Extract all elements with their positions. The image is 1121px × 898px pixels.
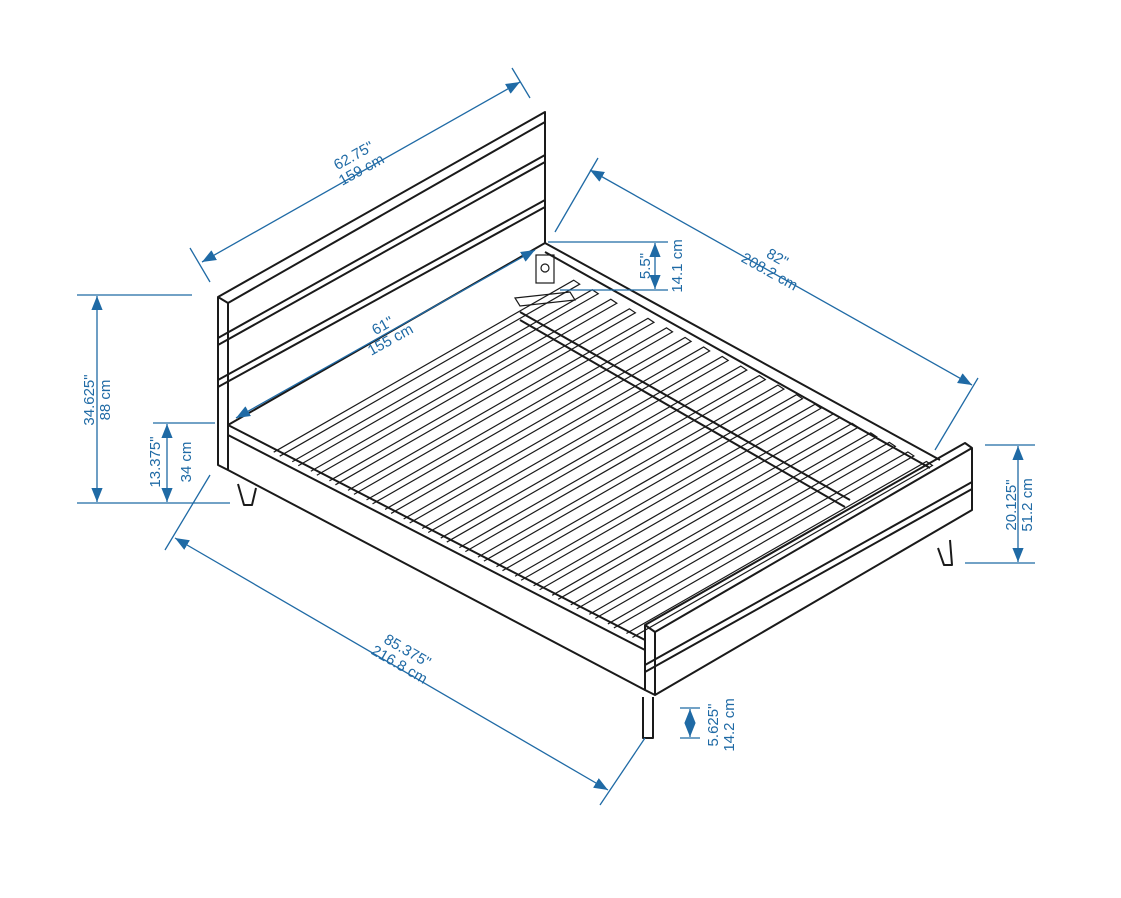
- slats: [273, 279, 934, 638]
- svg-text:61"155 cm: 61"155 cm: [357, 307, 416, 360]
- slat: [551, 422, 860, 600]
- svg-text:85.375"216.8 cm: 85.375"216.8 cm: [368, 628, 438, 687]
- svg-text:5.5"14.1 cm: 5.5" 14.1 cm: [637, 239, 686, 292]
- slat: [291, 289, 600, 467]
- dimension-inner-length: 82"208.2 cm: [554, 157, 979, 451]
- svg-text:13.375"34 cm: 13.375" 34 cm: [147, 436, 195, 487]
- slat: [459, 374, 767, 553]
- leg-height-imperial: 5.625": [705, 704, 722, 747]
- slat: [310, 298, 618, 476]
- bed-frame: [217, 111, 973, 739]
- slat: [440, 365, 748, 543]
- svg-text:34.625"88 cm: 34.625"88 cm: [81, 374, 114, 425]
- dimension-headboard-height: 34.625"88 cm: [77, 294, 230, 504]
- slat: [403, 346, 711, 524]
- slat: [514, 403, 823, 581]
- dimension-leg-height: 5.625"14.2 cm: [680, 698, 738, 752]
- slat: [570, 432, 878, 610]
- legs: [237, 483, 953, 739]
- dimension-headboard-width: 62.75"159 cm: [189, 67, 531, 283]
- rail-depth-imperial: 5.5": [637, 253, 654, 279]
- dimension-rail-height: 13.375" 34 cm: [147, 422, 215, 502]
- slat: [626, 460, 934, 638]
- svg-text:5.625"14.2 cm: 5.625"14.2 cm: [705, 698, 738, 751]
- svg-text:82"208.2 cm: 82"208.2 cm: [738, 236, 808, 295]
- slat: [533, 413, 841, 591]
- footboard: [644, 442, 973, 696]
- headboard-height-metric: 88 cm: [97, 380, 114, 421]
- footboard-height-imperial: 20.125": [1003, 479, 1020, 530]
- slat: [496, 393, 804, 572]
- rail-depth-metric: 14.1 cm: [669, 239, 686, 292]
- slat: [273, 279, 581, 457]
- svg-text:62.75"159 cm: 62.75"159 cm: [328, 137, 387, 190]
- dimension-footboard-height: 20.125"51.2 cm: [965, 444, 1036, 564]
- slat: [607, 451, 916, 629]
- center-support-rail: [519, 311, 851, 508]
- dimension-overall-length: 85.375"216.8 cm: [164, 474, 646, 806]
- dimension-rail-depth: 5.5" 14.1 cm: [548, 239, 686, 293]
- slat: [366, 327, 674, 505]
- slat: [384, 336, 693, 514]
- slat: [477, 384, 786, 562]
- headboard-height-imperial: 34.625": [81, 374, 98, 425]
- slat: [589, 441, 897, 619]
- footboard-height-metric: 51.2 cm: [1019, 478, 1036, 531]
- right-side-rail: [544, 242, 941, 469]
- rail-height-imperial: 13.375": [147, 436, 164, 487]
- rail-height-metric: 34 cm: [178, 442, 195, 483]
- leg-height-metric: 14.2 cm: [721, 698, 738, 751]
- svg-text:20.125"51.2 cm: 20.125"51.2 cm: [1003, 478, 1036, 531]
- slat: [421, 355, 730, 534]
- dimension-inner-width: 61"155 cm: [235, 249, 536, 419]
